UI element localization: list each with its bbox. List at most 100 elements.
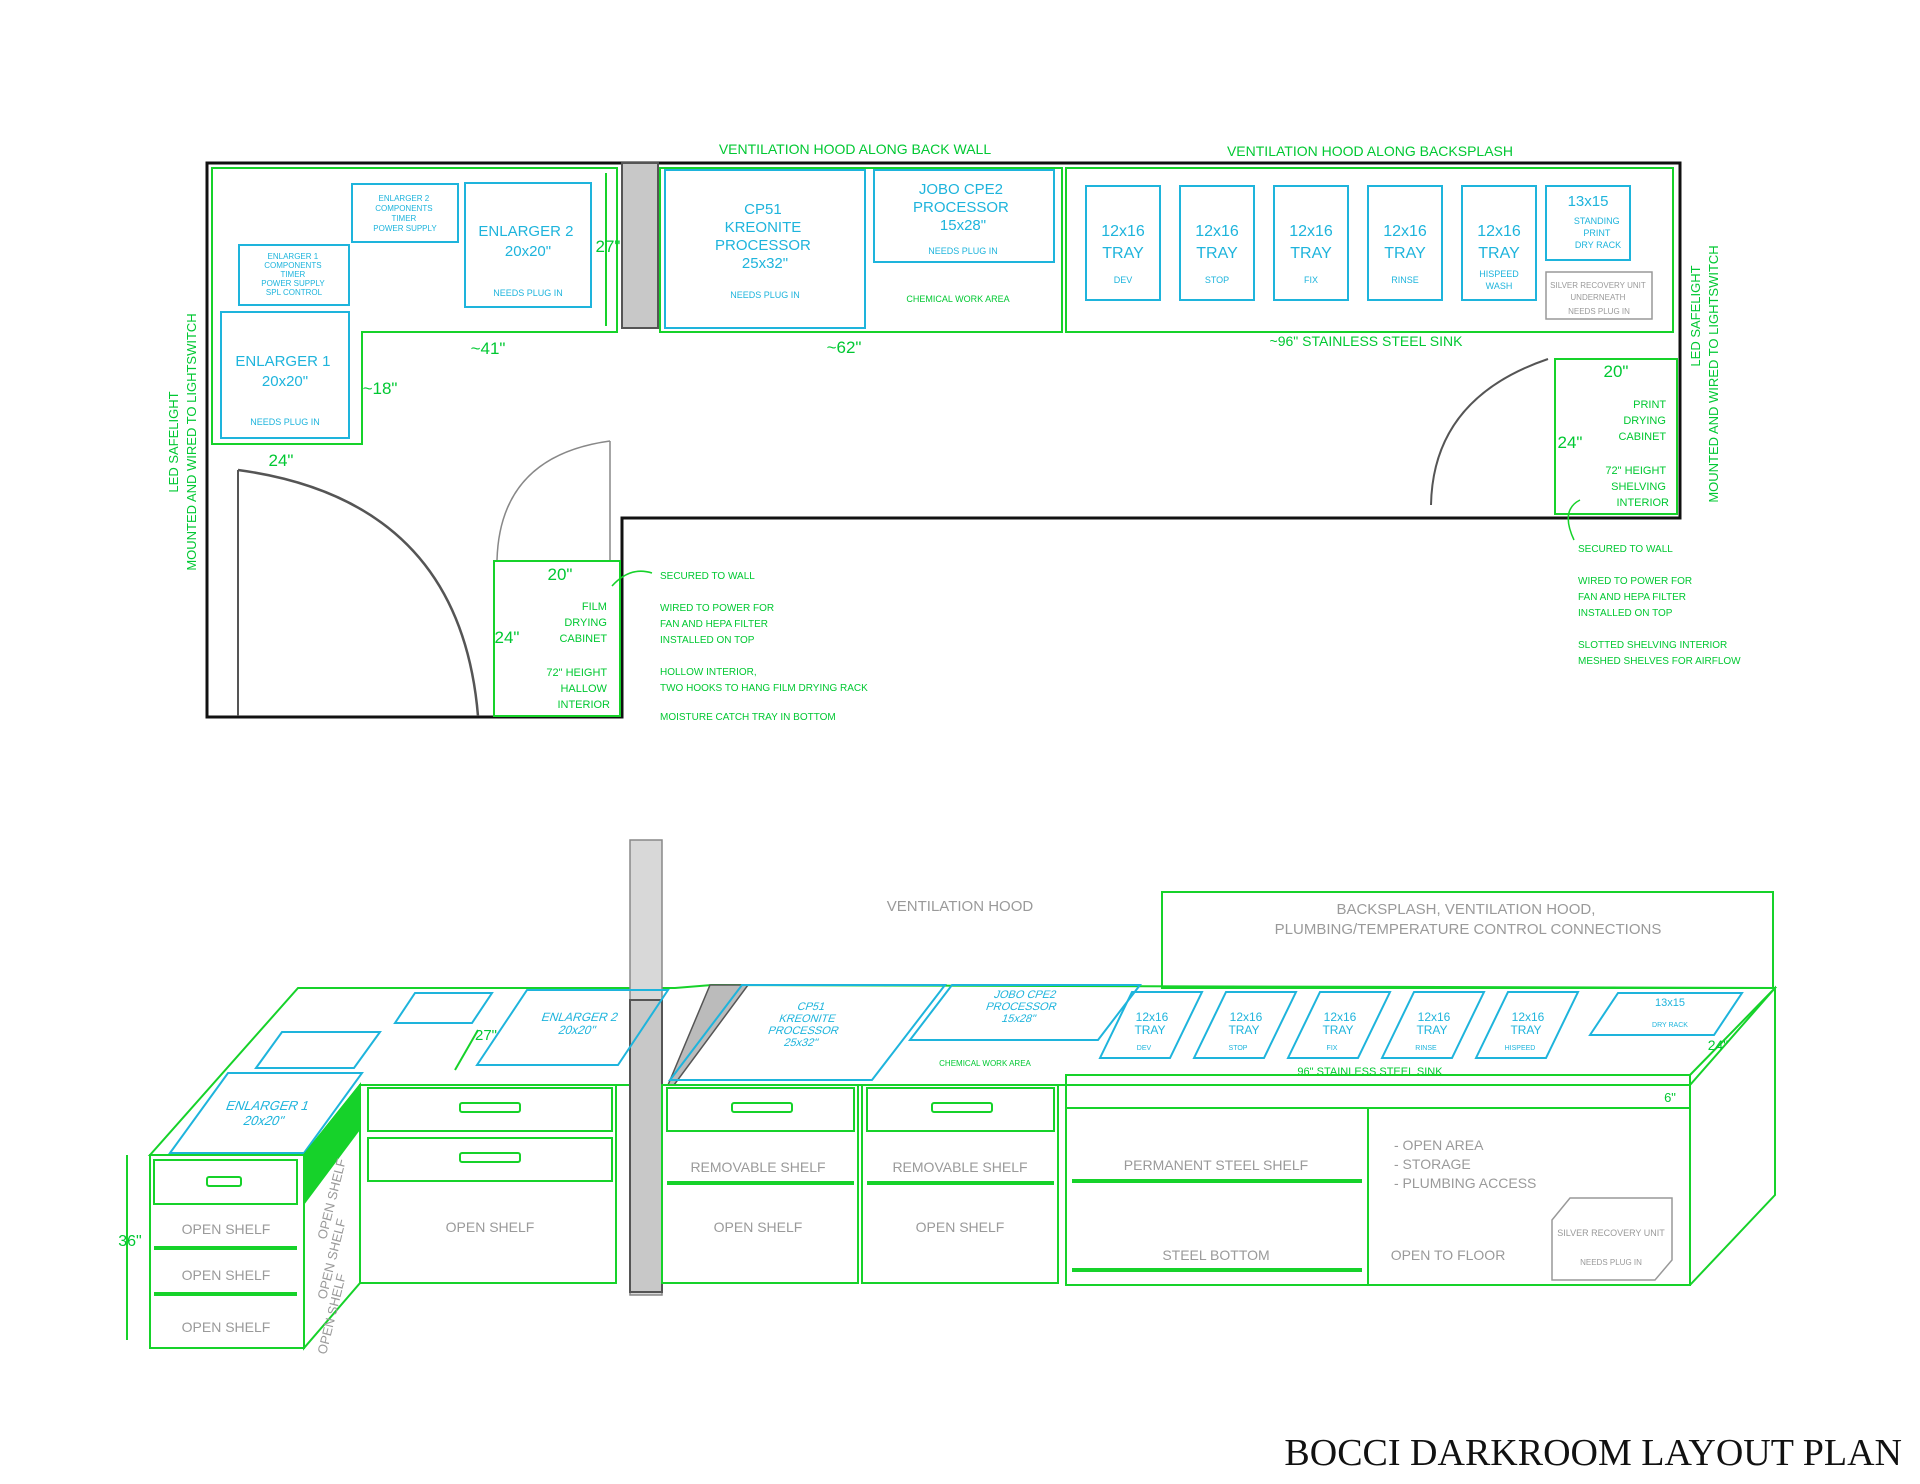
tray-label-plan: RINSE	[1391, 275, 1419, 285]
cabinet-two	[359, 1084, 617, 1284]
cabinet-two-handle-1[interactable]	[459, 1102, 521, 1113]
silver-recovery-elev-label: SILVER RECOVERY UNIT	[1557, 1228, 1665, 1238]
print-dry-rack-size: 13x15	[1568, 193, 1609, 210]
cp51-plug-note: NEEDS PLUG IN	[730, 290, 800, 300]
print-cabinet-callout	[1567, 499, 1581, 541]
dim-27-elev-line	[454, 1029, 479, 1071]
tray-kind-plan: TRAY	[1102, 245, 1144, 262]
tray-size-elevation: 12x16	[1230, 1010, 1263, 1024]
tray-size-plan: 12x16	[1477, 223, 1521, 240]
film-cabinet-label: FILM DRYING CABINET 72" HEIGHT HALLOW IN…	[546, 601, 610, 711]
left-open-shelf-3: OPEN SHELF	[182, 1319, 271, 1335]
enlarger1-plug-note: NEEDS PLUG IN	[250, 417, 320, 427]
tray-group-elevation: 12x16TRAYDEV12x16TRAYSTOP12x16TRAYFIX12x…	[1098, 991, 1580, 1059]
cabinet-two-drawer-2[interactable]	[367, 1137, 613, 1182]
enlarger2-plug-note: NEEDS PLUG IN	[493, 288, 563, 298]
elev-rack-box	[1588, 992, 1744, 1036]
cabinet-three-handle[interactable]	[731, 1102, 793, 1113]
tray-kind-elevation: TRAY	[1134, 1023, 1165, 1037]
dim-18-label: ~18"	[363, 379, 398, 398]
film-drying-cabinet	[493, 560, 621, 717]
tray-box-elevation	[1286, 991, 1392, 1059]
print-cabinet-depth: 24"	[1558, 433, 1583, 452]
dim-24-elev-label: 24"	[1708, 1037, 1729, 1053]
dim-27-elev-label: 27"	[475, 1027, 497, 1044]
cabinet-four-removable-shelf: REMOVABLE SHELF	[892, 1159, 1027, 1175]
tray-label-elevation: RINSE	[1415, 1045, 1437, 1052]
film-cabinet-depth: 24"	[495, 628, 520, 647]
tray-size-elevation: 12x16	[1512, 1010, 1545, 1024]
elev-rack-label: DRY RACK	[1652, 1022, 1688, 1029]
silver-recovery-plan-text: SILVER RECOVERY UNIT UNDERNEATH NEEDS PL…	[1550, 281, 1648, 316]
left-unit-drawer[interactable]	[153, 1159, 298, 1205]
elevation-view: VENTILATION HOOD BACKSPLASH, VENTILATION…	[118, 839, 1778, 1356]
backsplash-label: BACKSPLASH, VENTILATION HOOD, PLUMBING/T…	[1275, 901, 1662, 938]
tray-label-plan: DEV	[1114, 275, 1133, 285]
cabinet-two-handle-2[interactable]	[459, 1152, 521, 1163]
safelight-left-label-2: MOUNTED AND WIRED TO LIGHTSWITCH	[184, 313, 199, 570]
print-dry-rack-box	[1545, 185, 1631, 261]
elev-enl2-comp-box	[393, 992, 494, 1024]
enlarger2-components-text: ENLARGER 2 COMPONENTS TIMER POWER SUPPLY	[373, 194, 437, 233]
elev-enlarger2-label: ENLARGER 2 20x20"	[535, 1010, 623, 1037]
tray-box-elevation	[1192, 991, 1298, 1059]
open-area-list: - OPEN AREA - STORAGE - PLUMBING ACCESS	[1394, 1137, 1536, 1191]
plan-view: VENTILATION HOOD ALONG BACK WALL VENTILA…	[166, 141, 1741, 723]
cabinet-four-handle[interactable]	[931, 1102, 993, 1113]
perm-steel-shelf: PERMANENT STEEL SHELF	[1124, 1157, 1308, 1173]
sink-base	[1065, 1074, 1691, 1286]
cabinet-three-drawer[interactable]	[666, 1087, 855, 1132]
cabinet-two-drawer-1[interactable]	[367, 1087, 613, 1132]
elev-cp51-label: CP51 KREONITE PROCESSOR 25x32"	[763, 1001, 852, 1049]
tray-label-plan: STOP	[1205, 275, 1229, 285]
safelight-right-label-2: MOUNTED AND WIRED TO LIGHTSWITCH	[1706, 245, 1721, 502]
tray-label-plan: WASH	[1486, 281, 1513, 291]
tray-kind-elevation: TRAY	[1416, 1023, 1447, 1037]
dim-6-elev-label: 6"	[1664, 1090, 1676, 1105]
cabinet-four-drawer[interactable]	[866, 1087, 1055, 1132]
left-drawer-handle[interactable]	[206, 1176, 242, 1187]
room-wall-outline	[205, 161, 1682, 719]
film-cabinet-notes: SECURED TO WALL WIRED TO POWER FOR FAN A…	[660, 571, 871, 723]
elev-cp51-box	[667, 984, 948, 1081]
tray-size-plan: 12x16	[1101, 223, 1145, 240]
tray-kind-plan: TRAY	[1384, 245, 1426, 262]
tray-box-plan	[1085, 185, 1161, 301]
tray-kind-elevation: TRAY	[1322, 1023, 1353, 1037]
dim-41-label: ~41"	[471, 339, 506, 358]
tray-kind-plan: TRAY	[1290, 245, 1332, 262]
tray-kind-plan: TRAY	[1478, 245, 1520, 262]
elev-chem-area: CHEMICAL WORK AREA	[939, 1059, 1031, 1068]
tray-label-plan: HISPEED	[1479, 269, 1519, 279]
tray-kind-elevation: TRAY	[1228, 1023, 1259, 1037]
enlarger2-box	[464, 182, 592, 308]
processor-counter	[659, 167, 1063, 333]
tray-label-elevation: FIX	[1327, 1045, 1338, 1052]
print-drying-cabinet	[1554, 358, 1678, 515]
cabinet-three-removable-shelf: REMOVABLE SHELF	[690, 1159, 825, 1175]
page-title: BOCCI DARKROOM LAYOUT PLAN	[1284, 1432, 1902, 1474]
safelight-left-label-1: LED SAFELIGHT	[166, 391, 181, 492]
film-cabinet-callout	[611, 570, 653, 587]
sink-counter	[1065, 167, 1674, 333]
elev-enlarger2-box	[475, 989, 670, 1066]
structural-column	[621, 162, 659, 329]
elev-jobo-label: JOBO CPE2 PROCESSOR 15x28"	[980, 989, 1065, 1025]
elevation-column-lower	[629, 999, 663, 1293]
column-top-slant	[666, 984, 750, 1086]
hood-back-wall-label: VENTILATION HOOD ALONG BACK WALL	[719, 141, 991, 157]
enlarger2-components-box	[351, 183, 459, 243]
print-cabinet-notes: SECURED TO WALL WIRED TO POWER FOR FAN A…	[1578, 544, 1741, 667]
tray-kind-plan: TRAY	[1196, 245, 1238, 262]
jobo-plug-note: NEEDS PLUG IN	[928, 246, 998, 256]
tray-kind-elevation: TRAY	[1510, 1023, 1541, 1037]
tray-box-plan	[1367, 185, 1443, 301]
cabinet-door-swing-right	[1430, 358, 1549, 506]
tray-size-plan: 12x16	[1195, 223, 1239, 240]
jobo-label: JOBO CPE2 PROCESSOR 15x28"	[913, 181, 1013, 234]
dim-27-label: 27"	[596, 237, 621, 256]
enlarger2-label: ENLARGER 2 20x20"	[478, 223, 577, 260]
tray-box-elevation	[1474, 991, 1580, 1059]
